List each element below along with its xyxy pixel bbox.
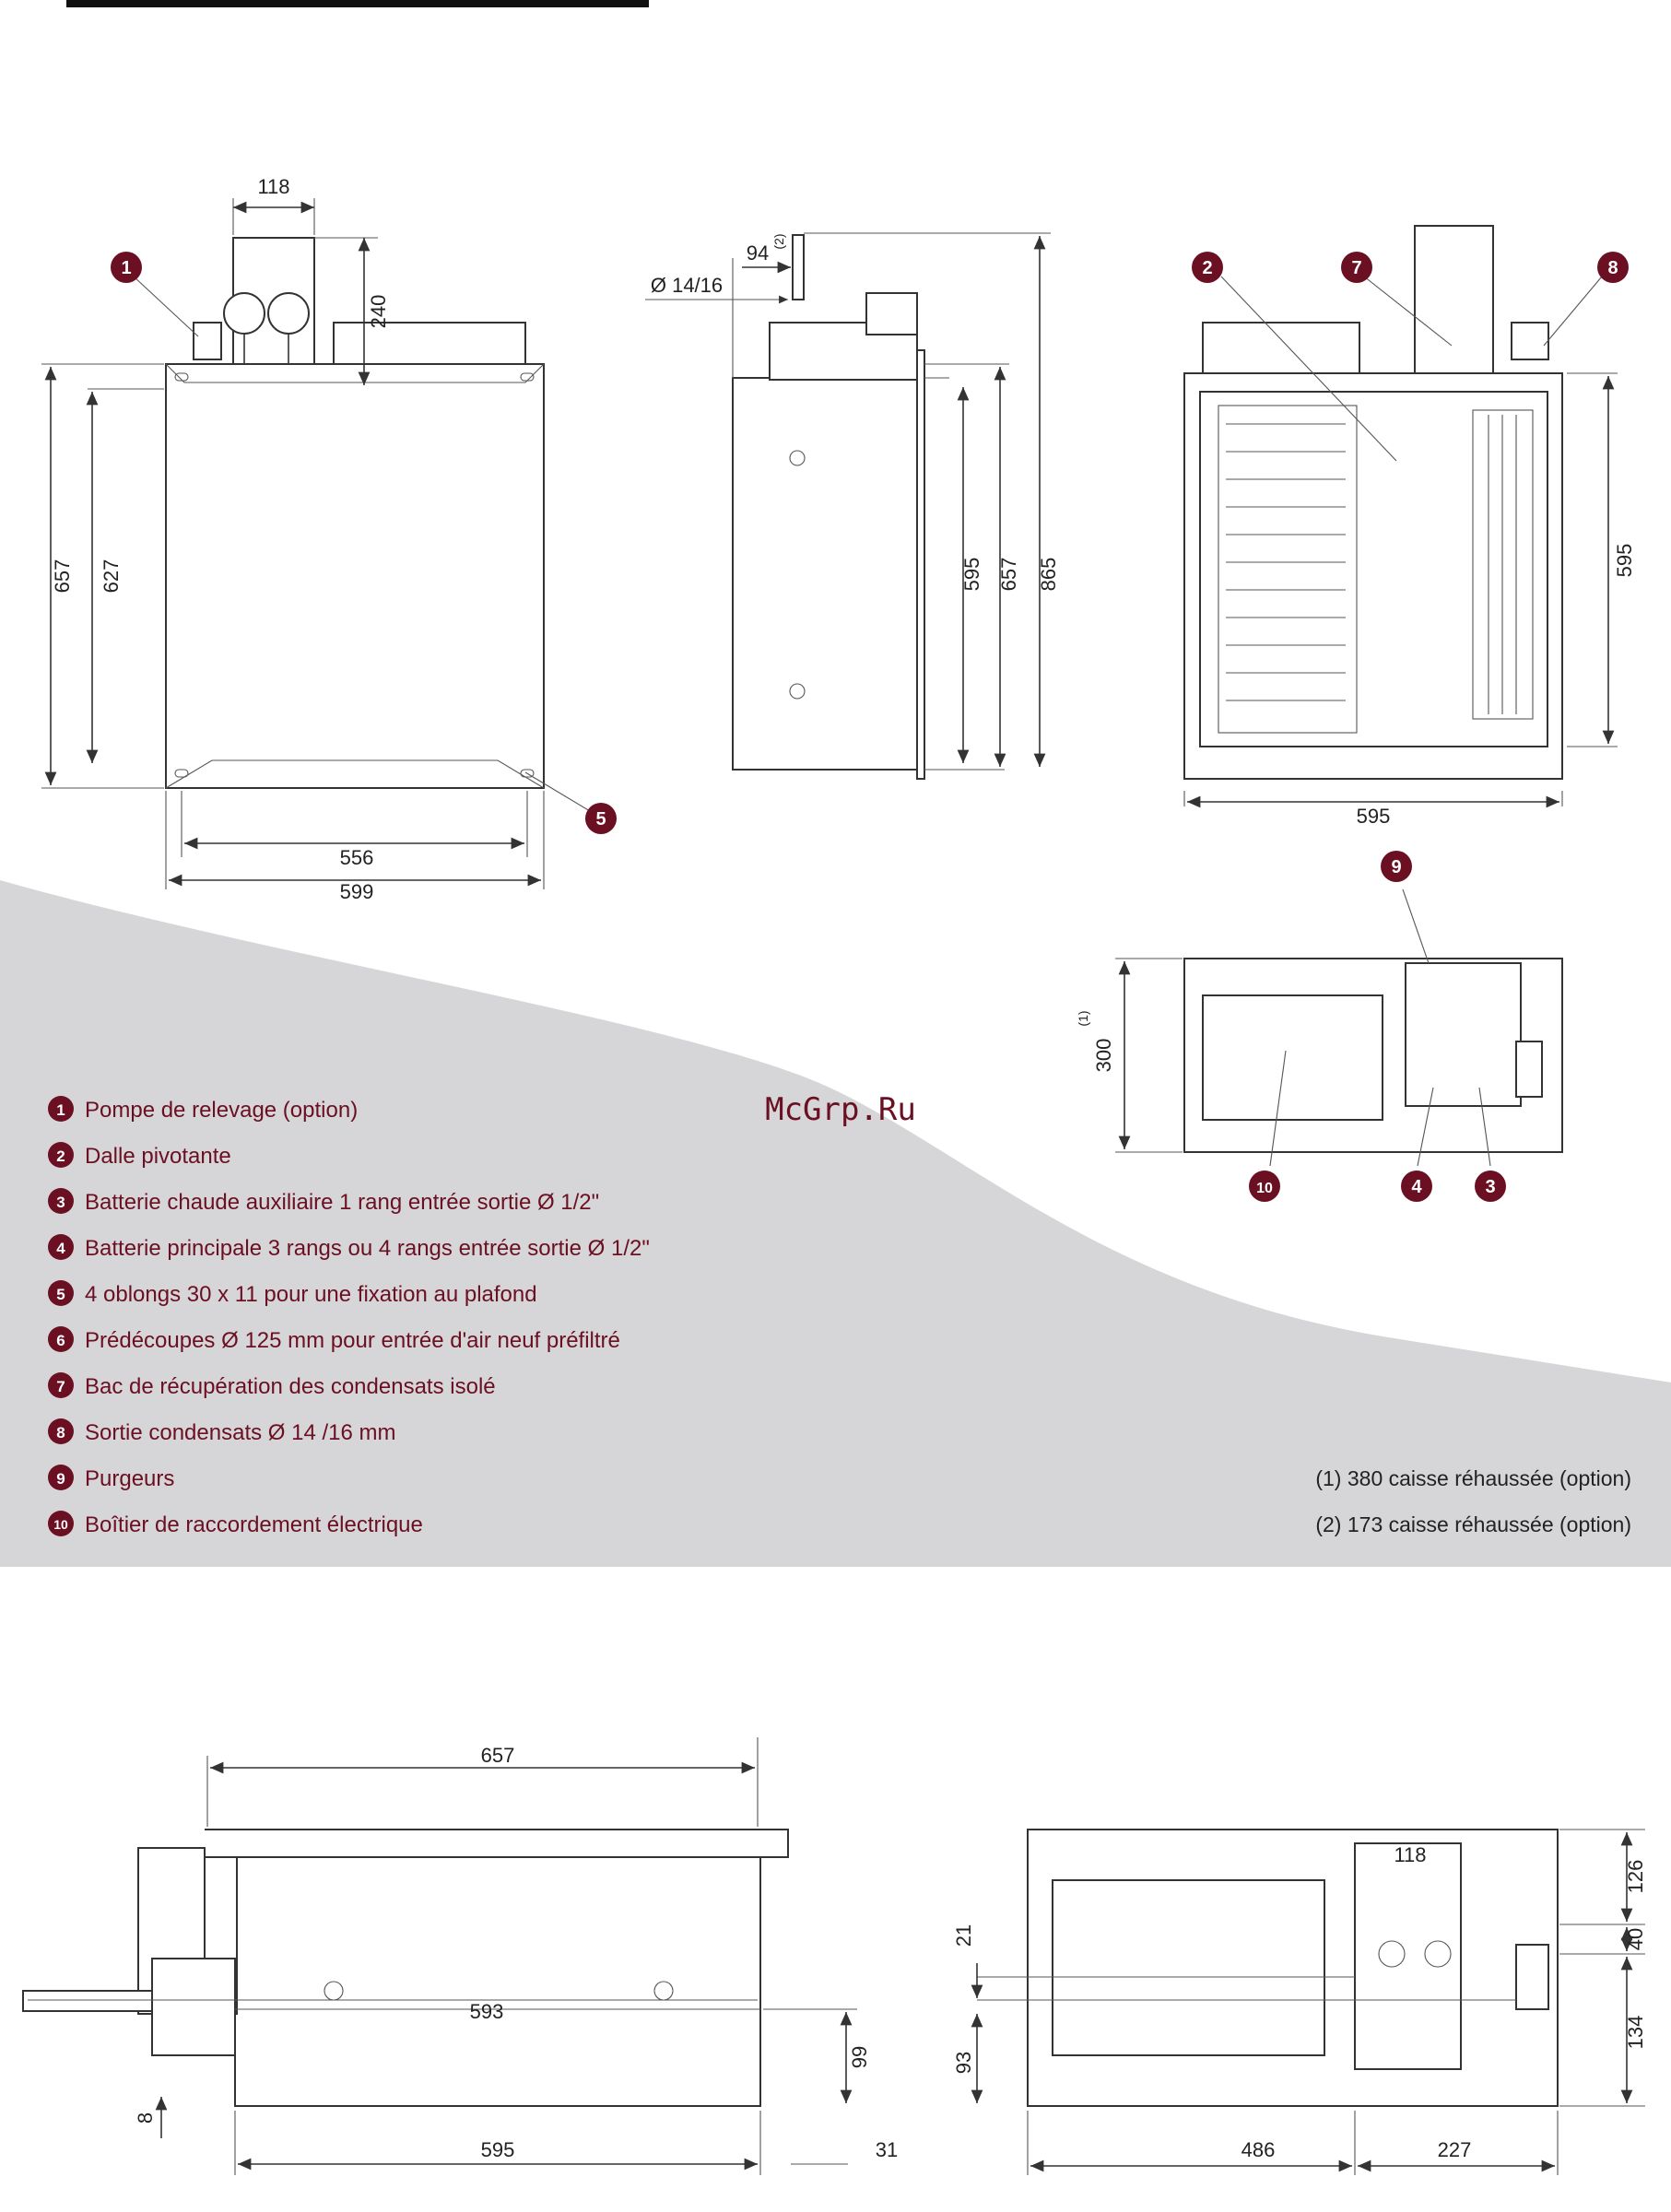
- svg-text:Bac de récupération des conden: Bac de récupération des condensats isolé: [85, 1374, 496, 1399]
- callout-2: 2: [1192, 252, 1223, 283]
- bl-dim-31: 31: [876, 2138, 898, 2161]
- side-dim-595: 595: [960, 558, 983, 592]
- top-view: 300 (1): [1076, 888, 1563, 1167]
- bottom-left-view: 657 593 595 31 99 8: [22, 1737, 898, 2175]
- svg-text:4: 4: [1411, 1177, 1422, 1197]
- svg-text:Sortie condensats Ø 14 /16 mm: Sortie condensats Ø 14 /16 mm: [85, 1420, 396, 1445]
- svg-text:1: 1: [56, 1101, 65, 1119]
- br-dim-134: 134: [1624, 2016, 1647, 2050]
- bl-dim-595: 595: [481, 2138, 515, 2161]
- back-dim-595-height: 595: [1613, 544, 1636, 578]
- br-dim-21: 21: [952, 1924, 975, 1947]
- svg-text:10: 10: [53, 1517, 68, 1532]
- legend-item-10: 10 Boîtier de raccordement électrique: [48, 1511, 423, 1537]
- bl-dim-99: 99: [848, 2046, 871, 2068]
- back-dim-595-width: 595: [1357, 805, 1391, 828]
- callout-8: 8: [1597, 252, 1629, 283]
- note-1: (1) 380 caisse réhaussée (option): [1315, 1466, 1631, 1490]
- br-dim-40: 40: [1624, 1928, 1647, 1950]
- br-dim-227: 227: [1438, 2138, 1472, 2161]
- front-dim-556: 556: [340, 846, 374, 869]
- side-sup-2: (2): [771, 233, 786, 249]
- legend-item-1: 1 Pompe de relevage (option): [48, 1096, 358, 1123]
- svg-text:7: 7: [56, 1378, 65, 1395]
- svg-text:4: 4: [56, 1240, 65, 1257]
- svg-text:2: 2: [56, 1147, 65, 1165]
- svg-text:6: 6: [56, 1332, 65, 1349]
- br-dim-126: 126: [1624, 1860, 1647, 1894]
- svg-text:8: 8: [56, 1424, 65, 1441]
- grey-background-band: [0, 880, 1671, 1567]
- legend: 1 Pompe de relevage (option) 2 Dalle pivot…: [48, 1096, 650, 1537]
- svg-text:Dalle pivotante: Dalle pivotante: [85, 1144, 231, 1169]
- svg-text:4 oblongs 30 x 11 pour une fix: 4 oblongs 30 x 11 pour une fixation au p…: [85, 1282, 537, 1307]
- bl-dim-593: 593: [470, 2000, 504, 2023]
- svg-text:Pompe de relevage (option): Pompe de relevage (option): [85, 1098, 358, 1123]
- header-bar: [66, 0, 649, 7]
- front-dim-599: 599: [340, 880, 374, 903]
- watermark: McGrp.Ru: [765, 1091, 916, 1128]
- svg-text:9: 9: [1391, 857, 1401, 877]
- callout-5: 5: [585, 803, 617, 834]
- callout-7: 7: [1341, 252, 1372, 283]
- legend-item-7: 7 Bac de récupération des condensats isol…: [48, 1372, 496, 1399]
- legend-item-9: 9 Purgeurs: [48, 1465, 174, 1491]
- front-dim-240: 240: [367, 295, 390, 329]
- svg-text:5: 5: [595, 809, 606, 830]
- br-dim-118: 118: [1394, 1843, 1426, 1866]
- top-dim-300: 300: [1092, 1039, 1115, 1073]
- front-dim-627: 627: [100, 559, 123, 594]
- callout-3: 3: [1475, 1171, 1506, 1202]
- side-dim-657: 657: [997, 558, 1020, 592]
- callout-4: 4: [1401, 1171, 1432, 1202]
- side-view: 595 657 865 94 (2) Ø 14/16: [645, 232, 1060, 780]
- callout-10: 10: [1249, 1171, 1280, 1202]
- br-dim-93: 93: [952, 2052, 975, 2074]
- legend-item-5: 5 4 oblongs 30 x 11 pour une fixation au …: [48, 1280, 537, 1307]
- top-sup-1: (1): [1076, 1010, 1090, 1026]
- front-dim-657: 657: [51, 559, 74, 594]
- bottom-right-view: 21 93 126 40 134 486 227 118: [952, 1829, 1647, 2175]
- br-dim-486: 486: [1241, 2138, 1276, 2161]
- svg-text:Purgeurs: Purgeurs: [85, 1466, 174, 1491]
- svg-text:1: 1: [121, 258, 131, 278]
- legend-item-8: 8 Sortie condensats Ø 14 /16 mm: [48, 1418, 396, 1445]
- svg-text:7: 7: [1351, 258, 1361, 278]
- bl-dim-8: 8: [134, 2112, 157, 2124]
- legend-item-6: 6 Prédécoupes Ø 125 mm pour entrée d'air …: [48, 1326, 620, 1353]
- svg-text:3: 3: [1485, 1177, 1495, 1197]
- bl-dim-657: 657: [481, 1744, 515, 1767]
- legend-item-4: 4 Batterie principale 3 rangs ou 4 rangs …: [48, 1234, 650, 1261]
- side-dim-865: 865: [1037, 558, 1060, 592]
- svg-text:5: 5: [56, 1286, 65, 1303]
- note-2: (2) 173 caisse réhaussée (option): [1315, 1512, 1631, 1536]
- svg-text:Boîtier de raccordement électr: Boîtier de raccordement électrique: [85, 1512, 423, 1537]
- side-dim-94: 94: [747, 241, 769, 265]
- svg-text:Batterie principale 3 rangs ou: Batterie principale 3 rangs ou 4 rangs e…: [85, 1236, 650, 1261]
- side-dim-diameter: Ø 14/16: [651, 274, 723, 297]
- legend-item-2: 2 Dalle pivotante: [48, 1142, 231, 1169]
- svg-text:Batterie chaude auxiliaire 1 r: Batterie chaude auxiliaire 1 rang entrée…: [85, 1190, 599, 1215]
- front-dim-118: 118: [257, 175, 289, 198]
- callout-1: 1: [111, 252, 142, 283]
- svg-text:Prédécoupes Ø 125 mm pour entr: Prédécoupes Ø 125 mm pour entrée d'air n…: [85, 1328, 620, 1353]
- svg-text:3: 3: [56, 1194, 65, 1211]
- svg-text:9: 9: [56, 1470, 65, 1488]
- svg-text:8: 8: [1607, 258, 1618, 278]
- legend-item-3: 3 Batterie chaude auxiliaire 1 rang entré…: [48, 1188, 599, 1215]
- svg-text:10: 10: [1256, 1181, 1273, 1196]
- back-view: 595 595: [1183, 225, 1636, 828]
- front-view: 118 240 657 627 556 599: [41, 175, 591, 903]
- callout-9: 9: [1381, 851, 1412, 882]
- svg-text:2: 2: [1202, 258, 1212, 278]
